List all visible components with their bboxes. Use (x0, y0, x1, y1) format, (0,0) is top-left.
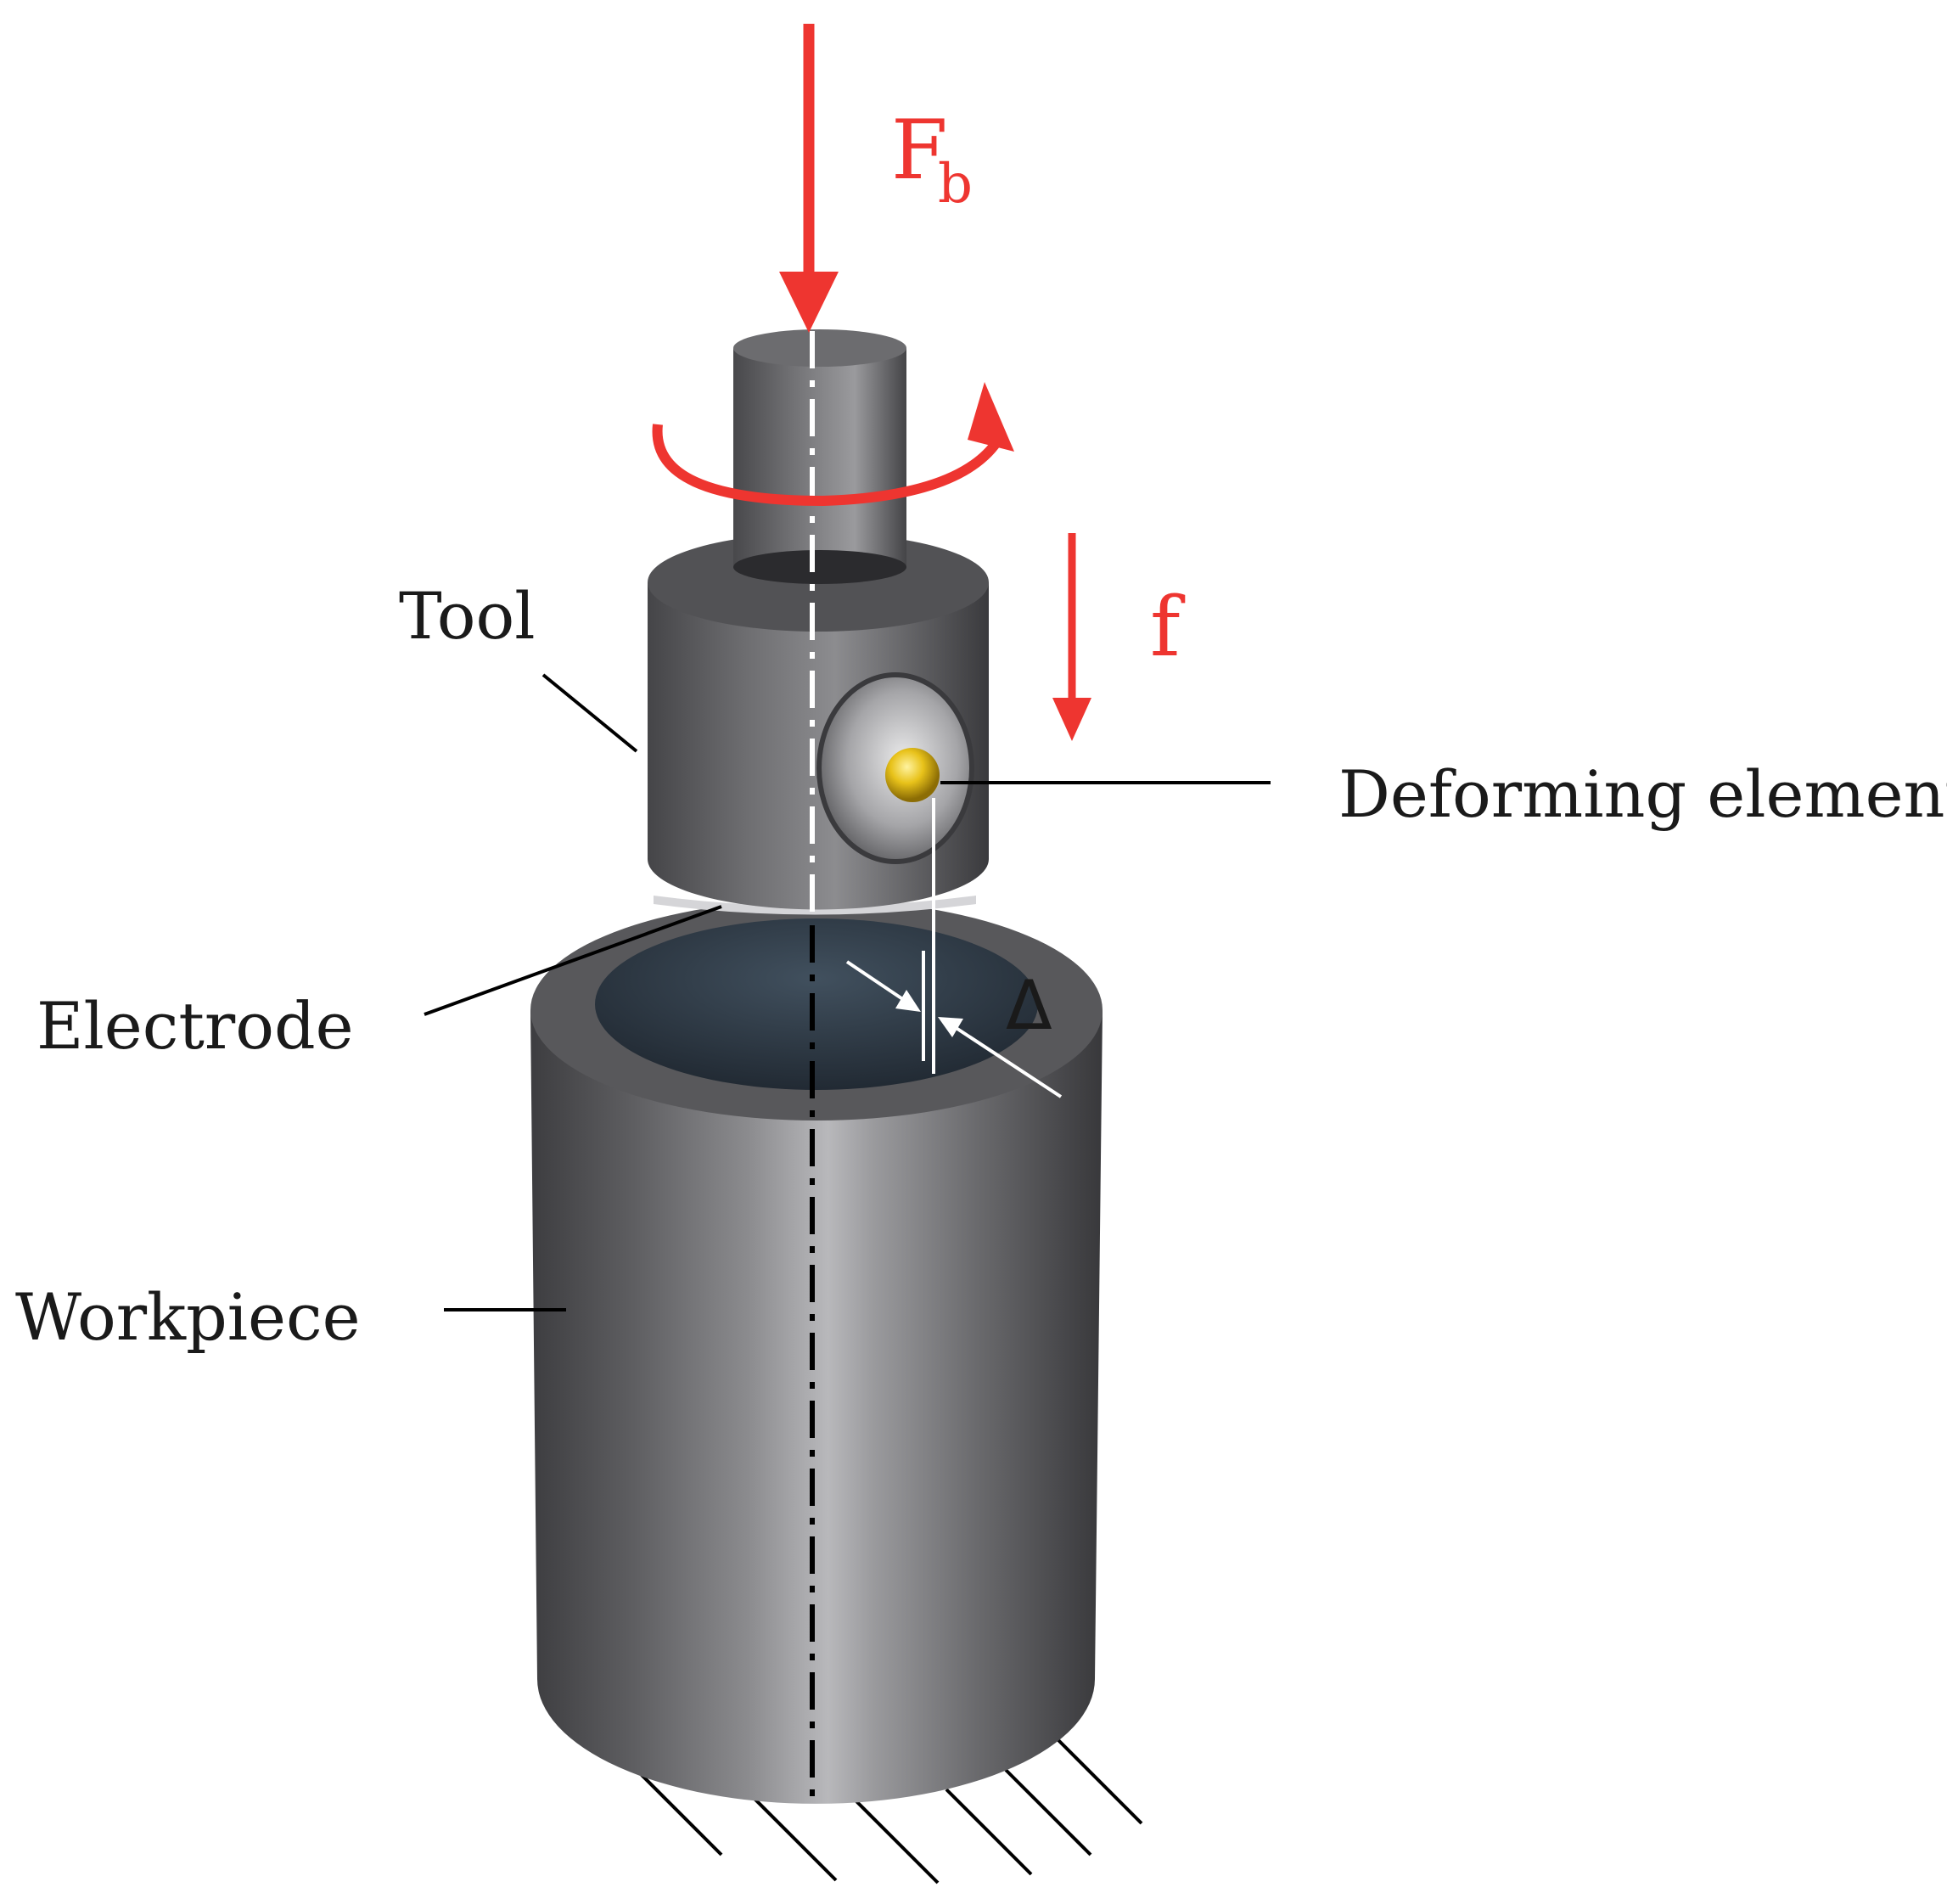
ground-support-hatch-icon (635, 1737, 1143, 1884)
tool-leader-line (541, 673, 638, 753)
tool (648, 533, 989, 910)
electrode-leader-line (424, 905, 722, 1016)
deforming-element-ball (885, 748, 940, 802)
force-label: F (891, 103, 948, 198)
tool-label: Tool (399, 578, 536, 654)
feed-label: f (1150, 580, 1186, 675)
force-subscript: b (938, 153, 973, 216)
tool-hole-rim (816, 672, 974, 864)
electrode (654, 896, 976, 915)
electrode-label: Electrode (36, 988, 354, 1064)
workpiece-label: Workpiece (15, 1279, 361, 1355)
tool-shaft (733, 329, 906, 584)
workpiece (530, 900, 1103, 1804)
gap-indicator (845, 798, 1063, 1098)
force-arrow-icon (779, 24, 839, 333)
rotation-arrow-icon (652, 382, 1014, 507)
gap-label: Δ (1006, 966, 1052, 1045)
deforming-element-label: Deforming element (1338, 756, 1947, 832)
feed-arrow-icon (1052, 533, 1091, 741)
